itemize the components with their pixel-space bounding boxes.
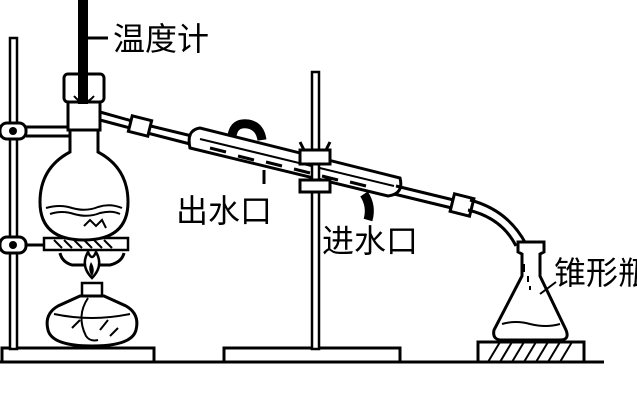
upper-clamp bbox=[0, 121, 72, 141]
left-stand-base bbox=[0, 346, 156, 364]
lamp-body bbox=[45, 294, 139, 348]
middle-stand-rod bbox=[310, 70, 321, 351]
condenser bbox=[126, 114, 403, 222]
erlenmeyer-flask bbox=[492, 240, 569, 342]
erlenmeyer-label: 锥形瓶 bbox=[554, 254, 637, 292]
adapter-tube bbox=[393, 184, 528, 247]
water-inlet-label: 进水口 bbox=[322, 222, 418, 260]
water-outlet-label: 出水口 bbox=[176, 192, 272, 230]
erlenmeyer-liquid bbox=[501, 321, 561, 327]
thermometer bbox=[78, 0, 108, 104]
left-iron-stand bbox=[0, 36, 156, 364]
wooden-block bbox=[476, 340, 586, 364]
boiling-chips bbox=[83, 218, 107, 229]
thermometer-label: 温度计 bbox=[113, 20, 209, 58]
flask-body bbox=[38, 126, 130, 242]
water-inlet-tube bbox=[360, 191, 374, 222]
alcohol-lamp bbox=[45, 249, 139, 348]
middle-iron-stand bbox=[222, 70, 402, 364]
flask-liquid bbox=[45, 204, 123, 211]
water-outlet-tube bbox=[227, 119, 267, 141]
erlenmeyer-body bbox=[492, 240, 569, 342]
left-stand-rod bbox=[8, 36, 19, 351]
condenser-clamp bbox=[298, 141, 332, 194]
lower-ring-clamp bbox=[0, 235, 48, 255]
distillation-flask bbox=[38, 72, 133, 242]
